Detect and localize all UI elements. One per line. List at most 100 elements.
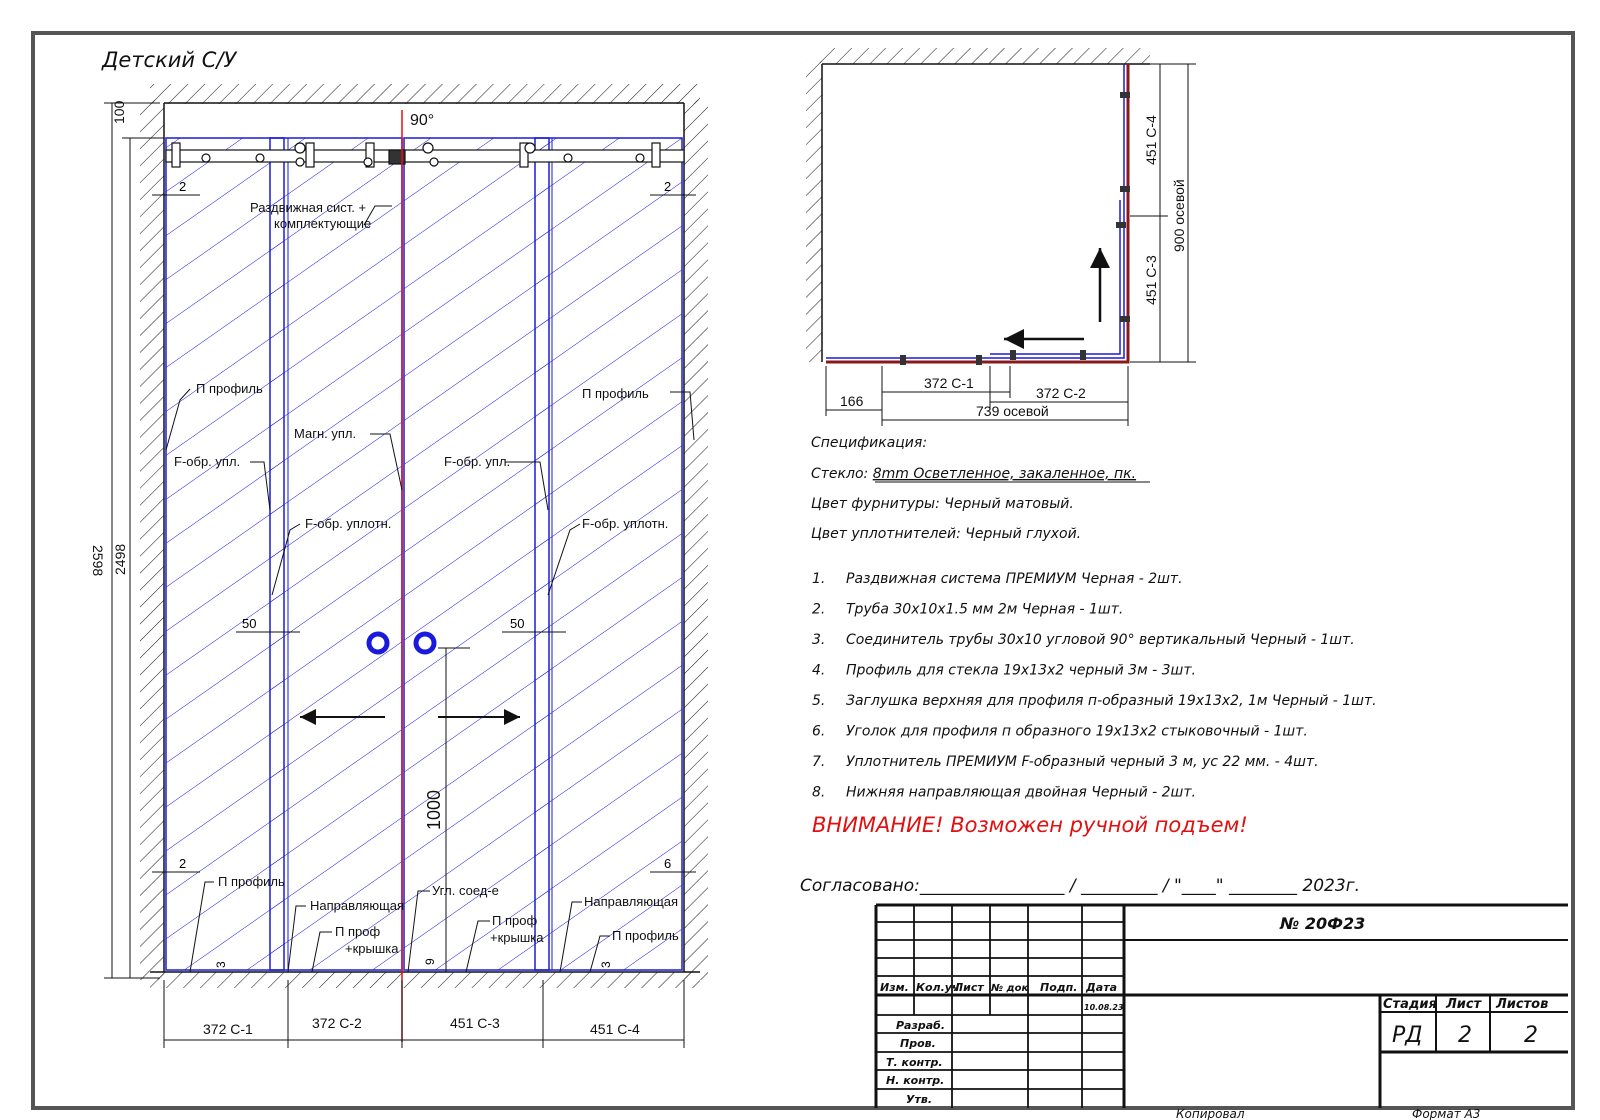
col-sign: Подп. [1040,981,1077,994]
bottom-3-right: 3 [599,961,613,968]
role-ncontrol: Н. контр. [886,1074,944,1087]
label-guide-right: Направляющая [584,894,678,909]
glass-panel-c2 [269,137,403,971]
copied-by: Копировал [1176,1107,1245,1120]
role-dev: Разраб. [896,1019,945,1032]
col-izm: Изм. [880,981,909,994]
front-view: Детский С/У [90,48,708,1048]
approval-line: Согласовано:_________________ / ________… [800,876,1360,896]
sheet-header: Лист [1445,997,1483,1012]
label-sliding-system: Раздвижная сист. + [250,200,366,215]
label-p-profile-bottom-left: П профиль [218,874,285,889]
spec-heading: Спецификация: [811,435,927,451]
plan-wall-top [820,48,1150,64]
label-p-cap-left: П проф [335,924,380,939]
label-p-cap-right-2: +крышка [490,930,544,945]
handle-right [413,631,437,655]
spec-item-number: 6. [812,724,825,740]
role-approve: Утв. [906,1093,932,1106]
spec-item-text: Нижняя направляющая двойная Черный - 2шт… [846,785,1196,801]
plan-dim-c4: 451 С-4 [1143,115,1159,165]
sheet-format: Формат А3 [1412,1107,1480,1120]
spec-item-number: 3. [812,632,825,648]
title-block [874,903,1568,1108]
panel-width-c3: 451 С-3 [450,1015,500,1031]
col-list: Лист [953,981,984,994]
spec-item-text: Уплотнитель ПРЕМИУМ F-образный черный 3 … [846,754,1319,770]
ceiling [150,84,700,104]
sheet-frame [31,31,1575,1110]
panel-width-c4: 451 С-4 [590,1021,640,1037]
glass-panel-c4 [534,137,683,971]
role-check: Пров. [900,1037,936,1050]
gap-bottom-left: 2 [179,856,186,871]
label-guide-left: Направляющая [310,898,404,913]
drawing-title: Детский С/У [101,48,237,72]
plan-dim-739: 739 осевой [976,403,1049,419]
wall-right [684,100,708,980]
label-p-profile-right: П профиль [582,386,649,401]
dim-total: 2598 [90,545,106,576]
panel-width-c1: 372 С-1 [203,1021,253,1037]
spec-item-number: 8. [812,785,825,801]
plan-dim-c2: 372 С-2 [1036,385,1086,401]
spec-fittings-color: Цвет фурнитуры: Черный матовый. [811,496,1074,512]
spec-item-number: 5. [812,693,825,709]
spec-item-text: Уголок для профиля п образного 19x13x2 с… [846,724,1308,740]
plan-dim-c1: 372 С-1 [924,375,974,391]
bottom-9: 9 [423,958,437,965]
glass-panel-c3 [403,137,550,971]
bottom-3-left: 3 [214,961,228,968]
stage-value: РД [1392,1023,1422,1048]
panel-width-c2: 372 С-2 [312,1015,362,1031]
spec-item-number: 2. [812,602,825,618]
plan-wall-left [806,60,822,362]
stamp-date: 10.08.23 [1084,1003,1124,1012]
stage-header: Стадия [1383,997,1437,1012]
sheets-value: 2 [1524,1023,1538,1048]
plan-dim-166: 166 [840,393,864,409]
spec-item-number: 1. [812,571,825,587]
spec-item-text: Труба 30x10x1.5 мм 2м Черная - 1шт. [846,602,1123,618]
label-p-cap-right: П проф [492,913,537,928]
spec-seals-color: Цвет уплотнителей: Черный глухой. [811,526,1081,542]
spec-item-text: Соединитель трубы 30x10 угловой 90° верт… [846,632,1355,648]
spec-item-text: Раздвижная система ПРЕМИУМ Черная - 2шт. [846,571,1183,587]
label-f-seal-strip-right: F-обр. уплотн. [582,516,668,531]
plan-view: 451 С-4 451 С-3 900 осевой 372 С-1 372 С… [806,48,1196,426]
plan-dim-c3: 451 С-3 [1143,255,1159,305]
spec-item-number: 4. [812,663,825,679]
angle-label: 90° [410,112,434,129]
gap-bottom-right: 6 [664,856,671,871]
col-doc: № док [990,983,1028,994]
gap-top-right: 2 [664,179,671,194]
warning-text: ВНИМАНИЕ! Возможен ручной подъем! [812,813,1248,837]
offset-50-left: 50 [242,616,256,631]
col-kol: Кол.уч [916,981,960,994]
gap-top-left: 2 [179,179,186,194]
sheet-value: 2 [1458,1023,1472,1048]
label-magnetic-seal: Магн. упл. [294,426,356,441]
sheets-header: Листов [1495,997,1548,1012]
role-tcontrol: Т. контр. [886,1056,943,1069]
spec-glass: Стекло: 8mm Осветленное, закаленное, пк. [811,466,1136,482]
label-f-seal-left: F-обр. упл. [174,454,240,469]
handle-left [366,631,390,655]
spec-item-number: 7. [812,754,825,770]
offset-50-right: 50 [510,616,524,631]
label-sliding-system-2: комплектующие [274,216,371,231]
dim-height: 2498 [112,544,128,575]
stamp-number: № 20Ф23 [1279,914,1365,933]
glass-panel-c1 [165,137,285,971]
label-f-seal-right: F-обр. упл. [444,454,510,469]
label-f-seal-strip-left: F-обр. уплотн. [305,516,391,531]
dim-top: 100 [111,100,127,124]
label-p-cap-left-2: +крышка [345,941,399,956]
label-p-profile-left: П профиль [196,381,263,396]
label-p-profile-bottom-right: П профиль [612,928,679,943]
spec-item-text: Профиль для стекла 19x13x2 черный 3м - 3… [846,663,1196,679]
plan-dim-900: 900 осевой [1171,179,1187,252]
label-corner-joint: Угл. соед-е [432,883,499,898]
floor [150,972,700,988]
